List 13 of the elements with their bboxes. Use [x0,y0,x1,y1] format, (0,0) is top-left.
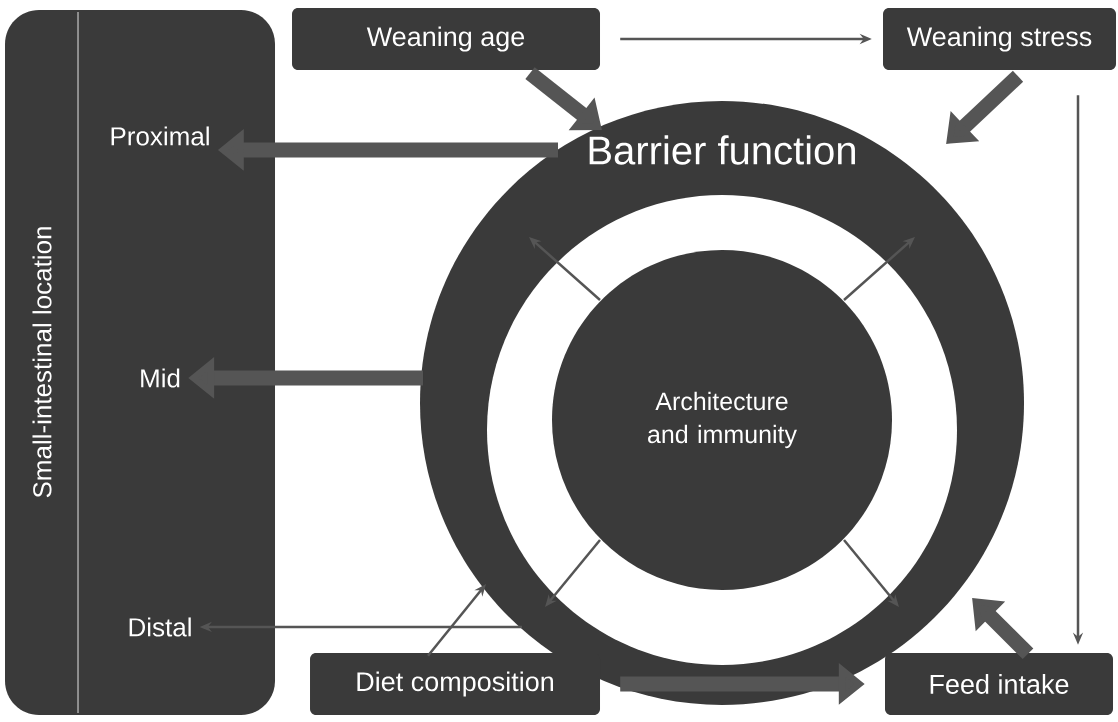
arrow [972,598,1034,660]
arrow [843,237,915,301]
arrow [946,70,1024,144]
arrow [525,67,602,131]
segment-label: Mid [141,368,180,388]
factor-box: Weaning stress [883,8,1116,70]
node-label: Barrier function [589,135,855,165]
arrow [529,237,601,301]
segment-label: Proximal [111,126,209,146]
factor-box: Weaning age [292,8,600,70]
factor-box: Diet composition [310,653,600,715]
segment-label: Distal [129,617,191,637]
factor-box: Feed intake [885,653,1113,715]
